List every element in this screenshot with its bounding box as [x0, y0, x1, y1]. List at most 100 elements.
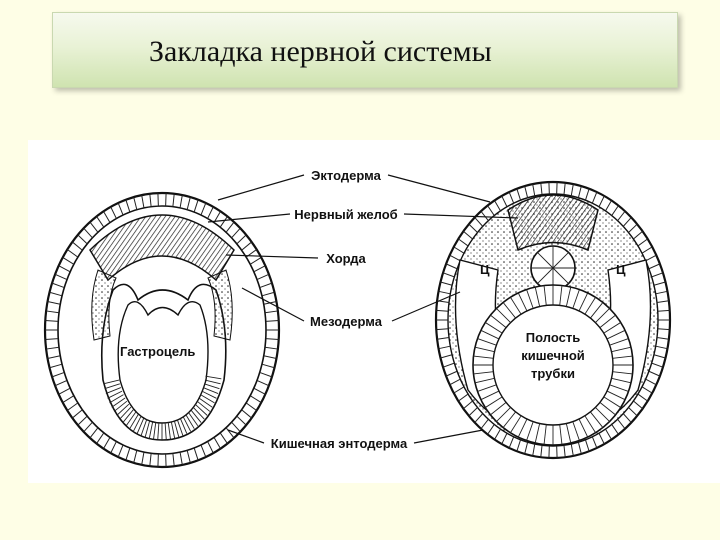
cell-wall	[468, 407, 478, 417]
cell-wall	[565, 423, 572, 444]
cell-wall	[196, 400, 211, 412]
cell-wall	[622, 413, 632, 423]
leader-mesoderm-right	[391, 291, 461, 322]
cell-wall	[153, 422, 157, 440]
cell-wall	[445, 263, 458, 270]
cell-wall	[445, 370, 458, 377]
cell-wall	[193, 199, 199, 213]
cell-wall	[67, 249, 79, 258]
cell-wall	[149, 193, 152, 207]
cell-wall	[590, 302, 604, 319]
label-gastrocoel: Гастроцель	[120, 344, 195, 359]
cell-wall	[225, 221, 235, 233]
cell-wall	[517, 292, 528, 312]
cell-wall	[83, 227, 93, 239]
cell-wall	[563, 182, 566, 195]
cell-wall	[584, 188, 590, 201]
cell-wall	[637, 238, 648, 247]
cell-wall	[606, 390, 626, 401]
cell-wall	[45, 338, 59, 341]
cell-wall	[141, 452, 145, 466]
cell-wall	[179, 194, 183, 208]
cell-wall	[186, 450, 191, 464]
cell-wall	[487, 205, 495, 216]
label-coelom-right: Ц	[616, 262, 626, 277]
right-neural-groove	[507, 194, 599, 252]
label-gut-cavity-3: трубки	[531, 366, 575, 381]
cell-wall	[148, 421, 154, 439]
cell-wall	[249, 395, 262, 404]
cell-wall	[51, 371, 65, 378]
cell-wall	[552, 267, 569, 284]
cell-wall	[182, 416, 192, 432]
cell-wall	[605, 200, 612, 212]
cell-wall	[502, 302, 516, 319]
cell-wall	[116, 403, 130, 416]
label-gut-cavity-1: Полость	[526, 330, 580, 345]
cell-wall	[565, 286, 572, 307]
gut-tube-cavity	[492, 304, 614, 426]
cell-wall	[440, 281, 453, 286]
leader-endoderm-right	[413, 429, 484, 444]
cell-wall	[537, 267, 554, 284]
cell-wall	[570, 443, 574, 456]
cell-wall	[205, 375, 222, 380]
cell-wall	[480, 329, 500, 340]
cell-wall	[628, 223, 638, 233]
cell-wall	[51, 282, 65, 289]
cell-wall	[129, 414, 139, 429]
cell-wall	[110, 441, 117, 454]
cell-wall	[176, 419, 184, 436]
cell-wall	[47, 355, 61, 359]
cell-wall	[438, 345, 451, 350]
cell-wall	[113, 400, 128, 412]
cell-wall	[655, 290, 668, 295]
cell-wall	[58, 265, 71, 273]
leader-ectoderm-left	[217, 174, 305, 201]
cell-wall	[190, 409, 202, 423]
cell-wall	[119, 406, 132, 420]
cell-wall	[508, 191, 515, 204]
cell-wall	[590, 411, 604, 428]
cell-wall	[526, 421, 534, 441]
cell-wall	[440, 354, 453, 359]
cell-wall	[437, 337, 450, 340]
cell-wall	[141, 194, 145, 208]
embryo-diagram-svg: Гастроцель Полость кишечной трубки Ц Ц	[43, 168, 672, 469]
cell-wall	[442, 272, 455, 278]
right-embryo: Полость кишечной трубки Ц Ц	[434, 180, 672, 460]
cell-wall	[62, 395, 75, 404]
cell-wall	[89, 221, 99, 233]
cell-wall	[584, 415, 596, 433]
cell-wall	[463, 400, 473, 410]
cell-wall	[125, 199, 131, 213]
cell-wall	[611, 346, 632, 353]
cell-wall	[186, 196, 191, 210]
cell-wall	[62, 256, 75, 265]
cell-wall	[516, 188, 522, 201]
cell-wall	[599, 402, 616, 416]
cell-wall	[612, 355, 633, 359]
cell-wall	[496, 308, 511, 323]
cell-wall	[265, 338, 279, 341]
cell-wall	[641, 386, 653, 394]
cell-wall	[200, 394, 215, 404]
cell-wall	[167, 422, 171, 440]
cell-wall	[622, 217, 632, 227]
cell-wall	[543, 285, 547, 306]
cell-wall	[122, 409, 134, 423]
leader-mesoderm-left	[241, 287, 305, 322]
cell-wall	[641, 246, 653, 254]
cell-wall	[524, 442, 529, 455]
cell-wall	[490, 314, 507, 328]
cell-wall	[111, 397, 126, 408]
left-neural-plate	[89, 214, 235, 282]
cell-wall	[236, 415, 247, 426]
cell-wall	[231, 421, 241, 433]
cell-wall	[603, 396, 621, 408]
cell-wall	[633, 230, 643, 240]
cell-wall	[595, 407, 610, 422]
label-chord: Хорда	[326, 251, 366, 266]
cell-wall	[508, 436, 515, 449]
cell-wall	[265, 319, 279, 322]
